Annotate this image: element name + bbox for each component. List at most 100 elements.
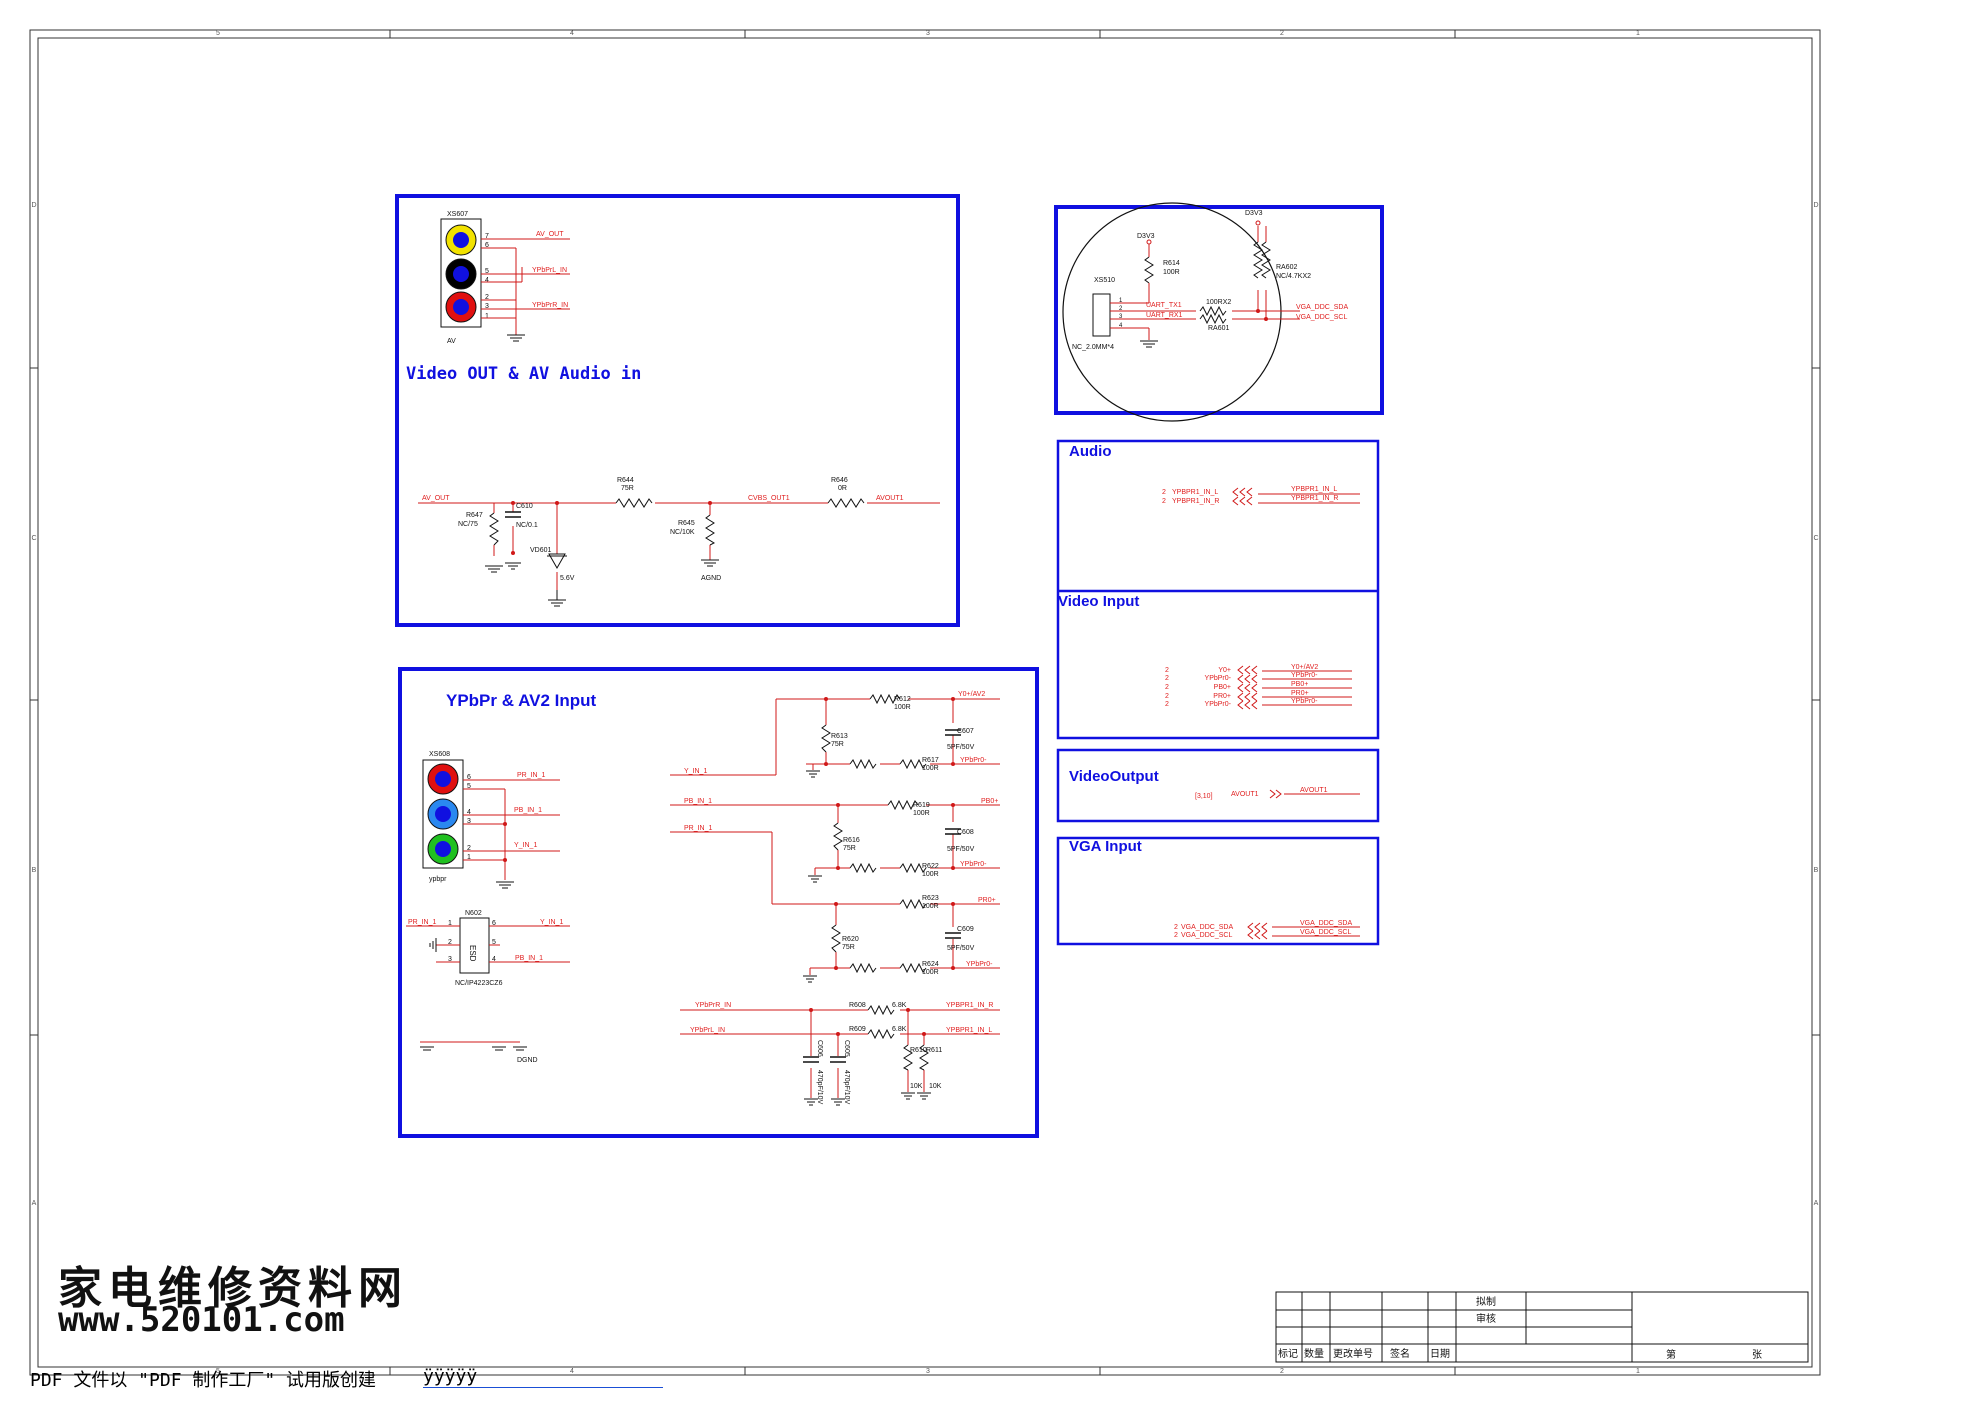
net-uart-tx1: UART_TX1 (1146, 302, 1182, 309)
xs510-value: NC_2.0MM*4 (1072, 344, 1114, 351)
r616-value: 75R (843, 845, 856, 852)
audio-sheet-l: 2 (1162, 489, 1166, 496)
vd601-zener-icon (547, 553, 567, 570)
audio-port-arrows (1232, 487, 1360, 506)
net-ypbpr0-c: YPbPr0- (966, 961, 993, 968)
r644-value: 75R (621, 485, 634, 492)
av-jack-wires (481, 238, 570, 335)
r611-resistor-icon (918, 1044, 929, 1071)
title-date-label: 日期 (1430, 1348, 1450, 1360)
av-jack-body (440, 218, 482, 328)
net-pb-in-1-jack: PB_IN_1 (514, 807, 542, 814)
c609-value: 5PF/50V (947, 945, 975, 952)
ra601-ref: RA601 (1208, 325, 1230, 332)
vi-left-1: YPbPr0- (1205, 675, 1232, 682)
av-block: Video OUT & AV Audio in XS607 AV 7 6 5 4… (395, 194, 960, 627)
ra602-value: NC/4.7KX2 (1276, 273, 1311, 280)
junction-dot (836, 803, 840, 807)
ground-symbol-pb (808, 875, 822, 883)
net-pr-in-1-chain: PR_IN_1 (684, 825, 713, 832)
r645-ref: R645 (678, 520, 695, 527)
xs510-ref: XS510 (1094, 277, 1115, 284)
xs510-pin-1: 1 (1119, 298, 1123, 304)
frame-row-b: B (32, 867, 37, 874)
vga-sheet-sda: 2 (1174, 924, 1178, 931)
r622-value: 100R (922, 871, 939, 878)
title-review-label: 审核 (1476, 1312, 1496, 1325)
audio-video-input-block: Audio Video Input 2 YPBPR1_IN_L 2 YPBPR1… (1056, 439, 1380, 740)
watermark-site-name: 家电维修资料网 (58, 1263, 408, 1314)
frame-row-c-right: C (1813, 535, 1818, 542)
xs607-pin-3: 3 (485, 303, 489, 310)
vi-left-3: PR0+ (1213, 693, 1231, 700)
junction-dot (503, 822, 507, 826)
vga-net-right-sda: VGA_DDC_SDA (1300, 920, 1352, 927)
net-dgnd-label: DGND (517, 1057, 538, 1064)
frame-row-a-right: A (1814, 1200, 1819, 1207)
vi-sheet-4: 2 (1165, 701, 1169, 708)
title-block (1275, 1291, 1809, 1363)
audio-sheet-r: 2 (1162, 498, 1166, 505)
ground-symbols-av-out (485, 559, 719, 607)
r616-resistor-icon (833, 822, 843, 851)
av-block-title: Video OUT & AV Audio in (406, 364, 641, 384)
c609-capacitor-icon (945, 932, 961, 939)
xs607-ref: XS607 (447, 211, 468, 218)
junction-dot (951, 966, 955, 970)
esd-pins: 1 2 3 6 5 4 (448, 920, 496, 963)
frame-labels: 5 4 3 2 1 5 4 3 2 1 D C B A D C B A (31, 30, 1818, 1375)
c607-ref: C607 (957, 728, 974, 735)
r620-ref: R620 (842, 936, 859, 943)
uart-wires (1110, 226, 1300, 340)
r622-gnd-resistor-icon (849, 862, 877, 874)
xs608-pin-1: 1 (467, 854, 471, 861)
video-input-left-labels: 2 2 2 2 2 Y0+ YPbPr0- PB0+ PR0+ YPbPr0- (1165, 667, 1232, 708)
xs607-pin-5: 5 (485, 268, 489, 275)
net-ypbprl-in-chain: YPbPrL_IN (690, 1027, 725, 1034)
c606-ref: C606 (816, 1040, 823, 1057)
frame-row-d: D (31, 202, 36, 209)
ground-symbols-dgnd (420, 1046, 527, 1051)
junction-dot (922, 1032, 926, 1036)
r609-ref: R609 (849, 1026, 866, 1033)
av-block-frame (395, 194, 960, 627)
video-output-arrow-icon (1269, 789, 1282, 799)
pdf-creator-note: PDF 文件以 "PDF 制作工厂" 试用版创建 (30, 1370, 377, 1391)
r608-value: 6.8K (892, 1002, 907, 1009)
r617-gnd-resistor-icon (849, 758, 877, 770)
title-sheet-suffix: 张 (1752, 1349, 1762, 1361)
junction-dot (1256, 309, 1260, 313)
title-drawn-label: 拟制 (1476, 1295, 1496, 1308)
r613-value: 75R (831, 741, 844, 748)
net-pr-in-1-jack: PR_IN_1 (517, 772, 546, 779)
junction-dot (951, 902, 955, 906)
ground-symbol-pr (803, 975, 817, 983)
esd-pin-5: 5 (492, 939, 496, 946)
vd601-ref: VD601 (530, 547, 552, 554)
net-ypbprl-label: YPbPrL_IN (532, 267, 567, 274)
r612-resistor-icon (869, 693, 901, 705)
net-uart-rx1: UART_RX1 (1146, 312, 1183, 319)
vi-left-2: PB0+ (1214, 684, 1231, 691)
ypbpr-jack-blue-icon (427, 798, 459, 830)
pr-channel-wires (670, 831, 1000, 975)
r617-value: 100R (922, 765, 939, 772)
esd-pin-4: 4 (492, 956, 496, 963)
net-y0-av2: Y0+/AV2 (958, 691, 985, 698)
net-av-out-label: AV_OUT (536, 231, 564, 238)
video-output-ref: [3,10] (1195, 793, 1213, 800)
r647-value: NC/75 (458, 521, 478, 528)
r619-ref: R619 (913, 802, 930, 809)
net-ypbpr1-in-r: YPBPR1_IN_R (946, 1002, 993, 1009)
c605-value: 470pF/10V (843, 1070, 850, 1105)
vga-input-block: VGA Input 2 VGA_DDC_SDA 2 VGA_DDC_SCL VG… (1056, 836, 1380, 946)
r646-ref: R646 (831, 477, 848, 484)
pdf-creator-link[interactable]: ÿÿÿÿÿ (423, 1366, 663, 1388)
frame-col-4-bottom: 4 (570, 1368, 574, 1375)
junction-dot (1264, 317, 1268, 321)
ypbpr-block: YPbPr & AV2 Input XS608 ypbpr 6 5 4 3 2 … (398, 667, 1039, 1138)
c608-ref: C608 (957, 829, 974, 836)
junction-dot (555, 501, 559, 505)
junction-dot (951, 866, 955, 870)
